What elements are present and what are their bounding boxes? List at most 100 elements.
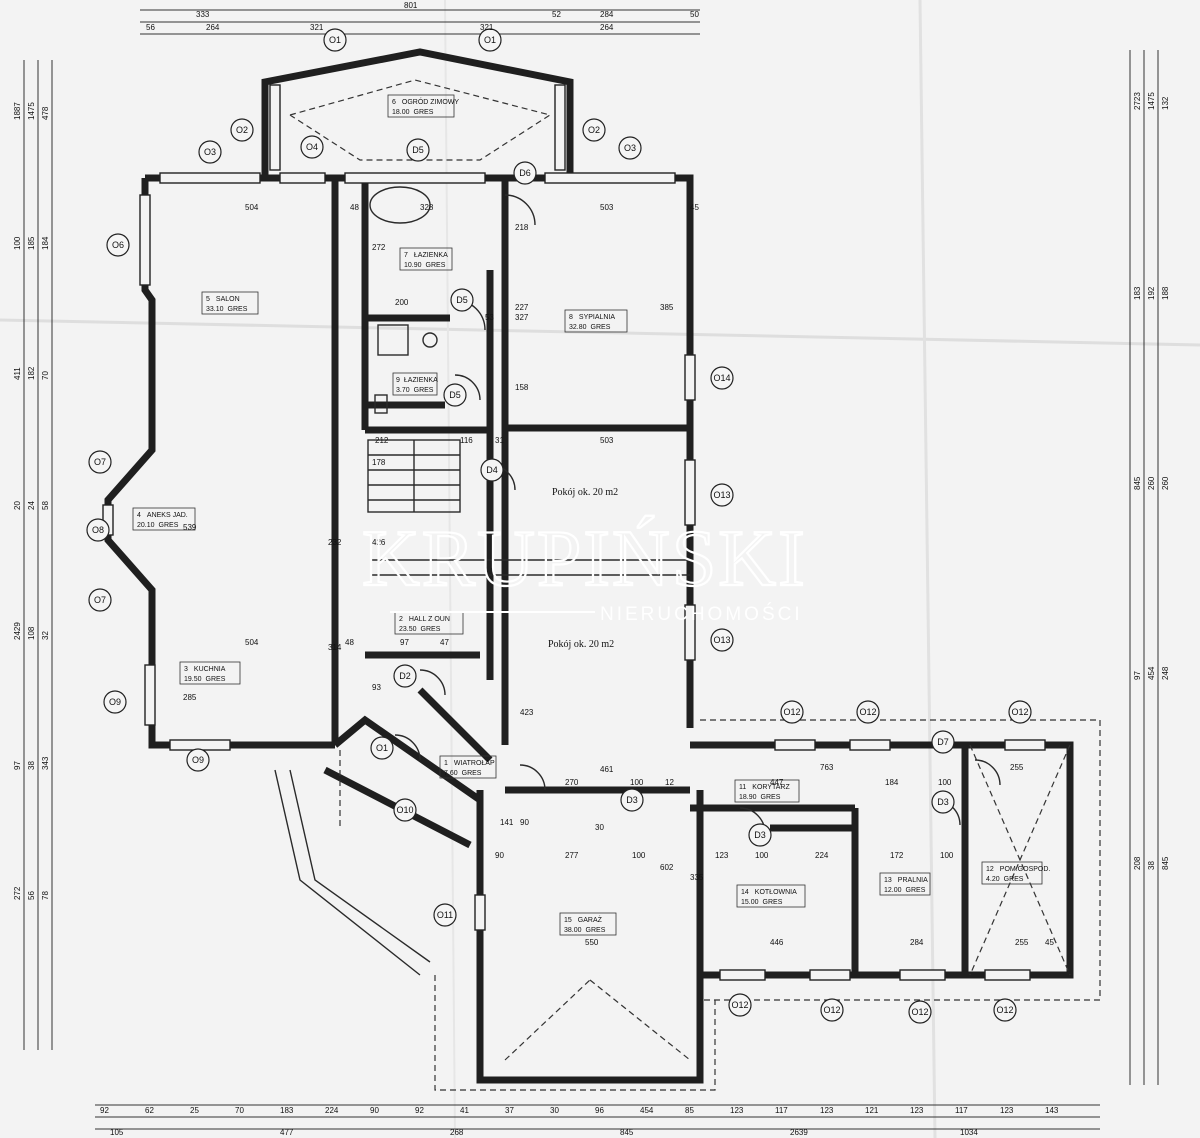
dimension-label: 123 <box>910 1106 924 1115</box>
window-tag: D3 <box>620 788 644 812</box>
dimension-label: 192 <box>1147 286 1156 300</box>
window-tag: O13 <box>710 628 734 652</box>
window-tag-label: O1 <box>376 743 388 753</box>
dimension-label: 183 <box>1133 286 1142 300</box>
dimension-label: 1887 <box>13 102 22 120</box>
dimension-label: 447 <box>770 778 784 787</box>
dimension-label: 70 <box>41 371 50 380</box>
dimension-label: 158 <box>515 383 529 392</box>
dimension-label: 284 <box>910 938 924 947</box>
dimension-label: 58 <box>41 501 50 510</box>
dimension-label: 212 <box>375 436 389 445</box>
dimension-label: 333 <box>196 10 210 19</box>
window-tag-label: D3 <box>937 797 949 807</box>
window-tag: O9 <box>186 748 210 772</box>
annotation-room-upper: Pokój ok. 20 m2 <box>552 487 618 498</box>
dimension-label: 117 <box>775 1106 788 1115</box>
dimension-label: 478 <box>41 106 50 120</box>
window-tag: O4 <box>300 135 324 159</box>
window-tag-label: D2 <box>399 671 411 681</box>
window-tag-label: D5 <box>456 295 468 305</box>
dashed-outlines <box>289 79 1101 1091</box>
window-tag: O11 <box>433 903 457 927</box>
dimension-label: 2429 <box>13 622 22 640</box>
dimension-label: 232 <box>328 538 342 547</box>
window-tag-label: O12 <box>996 1005 1013 1015</box>
window-tag-label: O2 <box>236 125 248 135</box>
window-tag: O7 <box>88 450 112 474</box>
dimension-label: 248 <box>1161 666 1170 680</box>
dimension-label: 100 <box>13 236 22 250</box>
watermark-tagline: NIERUCHOMOŚCI <box>600 603 803 625</box>
dimension-label: 845 <box>620 1128 634 1137</box>
window-tag: O12 <box>820 998 844 1022</box>
dimension-label: 321 <box>310 23 324 32</box>
dimension-label: 503 <box>600 203 614 212</box>
dimension-label: 116 <box>460 436 473 445</box>
window-tag-label: O7 <box>94 457 106 467</box>
dimension-label: 143 <box>1045 1106 1059 1115</box>
dimension-label: 105 <box>110 1128 124 1137</box>
dimension-label: 172 <box>890 851 904 860</box>
dimension-label: 454 <box>640 1106 654 1115</box>
window-tag: O3 <box>198 140 222 164</box>
dimension-label: 446 <box>770 938 784 947</box>
dimension-label: 100 <box>632 851 646 860</box>
dimension-label: 97 <box>400 638 409 647</box>
dimension-label: 385 <box>660 303 674 312</box>
dimension-label: 178 <box>372 458 386 467</box>
dimension-label: 264 <box>600 23 614 32</box>
dimension-label: 321 <box>480 23 494 32</box>
dimension-label: 56 <box>27 891 36 900</box>
dimension-label: 477 <box>280 1128 294 1137</box>
dimension-label: 47 <box>440 638 449 647</box>
dimension-label: 182 <box>27 366 36 380</box>
dimension-label: 602 <box>660 863 674 872</box>
dimension-lines <box>23 9 1159 1130</box>
window-tag: D3 <box>748 823 772 847</box>
dimension-label: 285 <box>183 693 197 702</box>
window-tag: O14 <box>710 366 734 390</box>
window-tag-label: O12 <box>823 1005 840 1015</box>
window-tag-label: O9 <box>192 755 204 765</box>
dimension-label: 208 <box>1133 856 1142 870</box>
dimension-label: 123 <box>715 851 729 860</box>
dimension-label: 260 <box>1147 476 1156 490</box>
dimension-label: 1034 <box>960 1128 978 1137</box>
window-tag: D4 <box>480 458 504 482</box>
dimension-label: 539 <box>183 523 197 532</box>
dimension-label: 277 <box>565 851 579 860</box>
window-tag-label: D3 <box>626 795 638 805</box>
dimension-label: 327 <box>515 313 529 322</box>
dimension-label: 108 <box>27 626 36 640</box>
window-tag: O12 <box>993 998 1017 1022</box>
paper-fold-line <box>918 0 937 1138</box>
window-tag: D5 <box>450 288 474 312</box>
dimension-label: 183 <box>280 1106 294 1115</box>
dimension-label: 45 <box>1045 938 1054 947</box>
dimension-label: 1475 <box>1147 92 1156 110</box>
dimension-label: 123 <box>820 1106 834 1115</box>
dimension-label: 224 <box>325 1106 339 1115</box>
annotation-room-lower: Pokój ok. 20 m2 <box>548 639 614 650</box>
watermark-brand: KRUPIŃSKI <box>362 515 807 603</box>
dimension-label: 284 <box>600 10 614 19</box>
dimension-label: 97 <box>1133 671 1142 680</box>
dimension-label: 328 <box>420 203 434 212</box>
window-tag: O13 <box>710 483 734 507</box>
window-tag: O12 <box>908 1000 932 1024</box>
